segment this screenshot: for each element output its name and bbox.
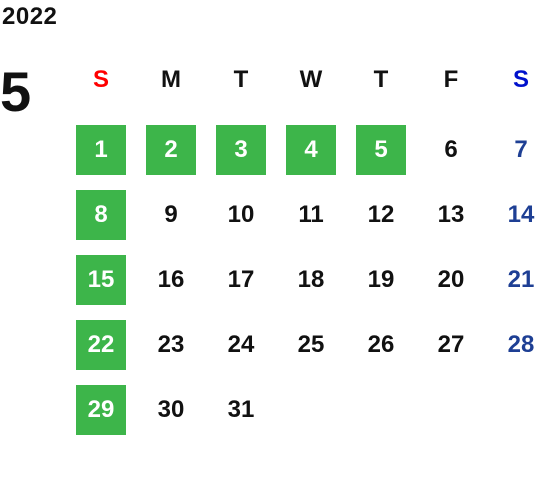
- calendar-day-23: 23: [157, 331, 185, 358]
- calendar-day-17: 17: [227, 266, 255, 293]
- calendar-day-18: 18: [297, 266, 325, 293]
- month-number: 5: [0, 60, 32, 123]
- calendar-day-16: 16: [157, 266, 185, 293]
- calendar-day-31: 31: [227, 396, 255, 423]
- calendar-day-11: 11: [298, 201, 324, 228]
- calendar-day-29: 29: [76, 385, 126, 435]
- calendar-day-13: 13: [437, 201, 465, 228]
- calendar-day-3: 3: [216, 125, 266, 175]
- calendar-day-14: 14: [507, 201, 535, 228]
- calendar-day-26: 26: [367, 331, 395, 358]
- calendar-day-4: 4: [286, 125, 336, 175]
- year-label: 2022: [2, 3, 58, 30]
- calendar-day-20: 20: [437, 266, 465, 293]
- weekday-label-wed: W: [299, 66, 323, 93]
- weekday-label-thu: T: [373, 66, 389, 93]
- calendar-day-12: 12: [367, 201, 395, 228]
- calendar-day-6: 6: [444, 136, 458, 163]
- calendar-day-10: 10: [227, 201, 255, 228]
- calendar-day-9: 9: [164, 201, 178, 228]
- weekday-label-mon: M: [161, 66, 181, 93]
- calendar-day-7: 7: [514, 136, 528, 163]
- calendar-day-24: 24: [227, 331, 255, 358]
- weekday-label-fri: F: [443, 66, 459, 93]
- calendar-day-28: 28: [507, 331, 535, 358]
- calendar-day-15: 15: [76, 255, 126, 305]
- calendar-day-25: 25: [297, 331, 325, 358]
- calendar-day-21: 21: [507, 266, 535, 293]
- weekday-label-tue: T: [233, 66, 249, 93]
- calendar-day-8: 8: [76, 190, 126, 240]
- calendar-day-22: 22: [76, 320, 126, 370]
- calendar-day-19: 19: [367, 266, 395, 293]
- calendar-day-5: 5: [356, 125, 406, 175]
- weekday-label-sun: S: [92, 66, 109, 93]
- calendar-day-2: 2: [146, 125, 196, 175]
- calendar-day-1: 1: [76, 125, 126, 175]
- calendar-day-27: 27: [437, 331, 465, 358]
- weekday-label-sat: S: [512, 66, 529, 93]
- calendar-day-30: 30: [157, 396, 185, 423]
